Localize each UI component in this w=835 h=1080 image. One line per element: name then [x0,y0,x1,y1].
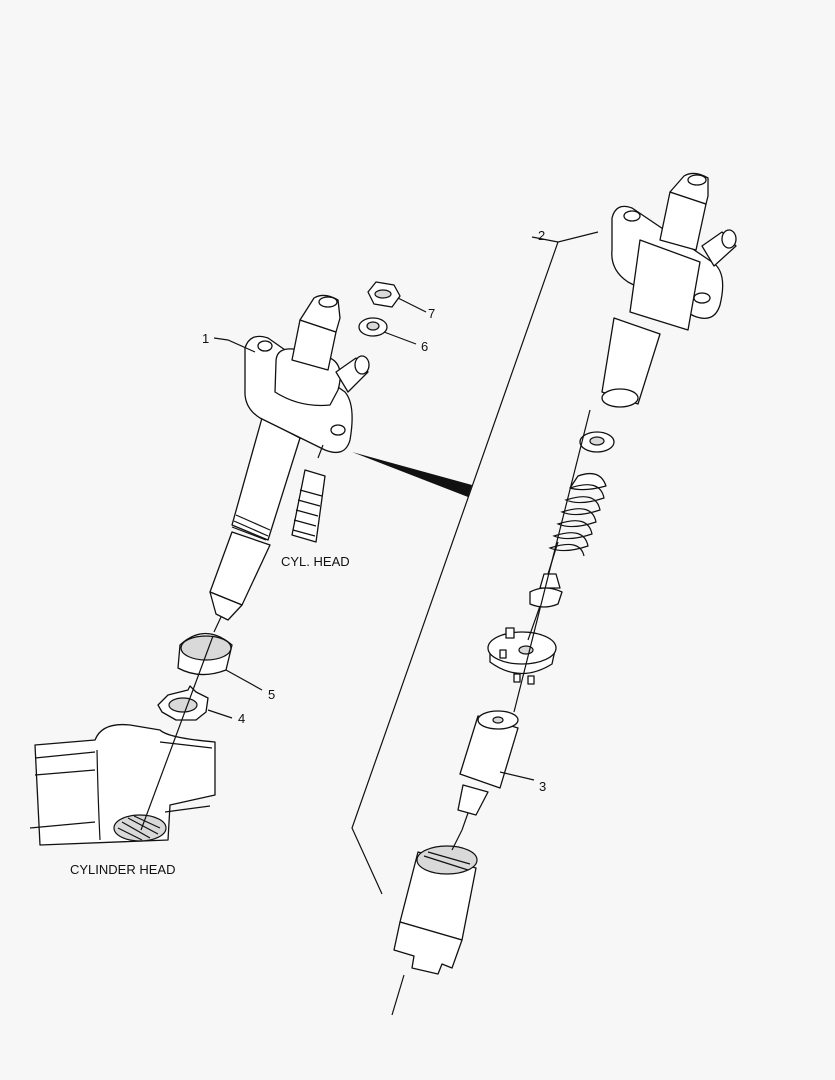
seal-washer-part [157,685,209,721]
nozzle-nut-part [393,845,478,975]
leader-lines [207,236,559,781]
nut-part [367,281,401,308]
callout-2: 2 [538,228,545,243]
cylinder-head-label: CYLINDER HEAD [70,862,175,877]
callout-1: 1 [202,331,209,346]
callout-4: 4 [238,711,245,726]
stud-bolt [291,444,326,543]
cylinder-head-section [29,723,216,846]
cyl-head-label: CYL. HEAD [281,554,350,569]
pointer-wedge [352,452,472,497]
heat-shield-part [177,632,233,676]
callout-6: 6 [421,339,428,354]
spacer-disc-part [487,627,557,685]
pressure-pin-part [529,573,563,608]
nozzle-part [457,710,519,831]
shim-part [579,431,615,453]
spring-part [548,472,607,557]
callout-3: 3 [539,779,546,794]
injector-left [209,294,370,633]
callout-5: 5 [268,687,275,702]
callout-7: 7 [428,306,435,321]
group-bracket [351,231,599,895]
washer-part [358,317,388,337]
injector-right [601,172,737,408]
